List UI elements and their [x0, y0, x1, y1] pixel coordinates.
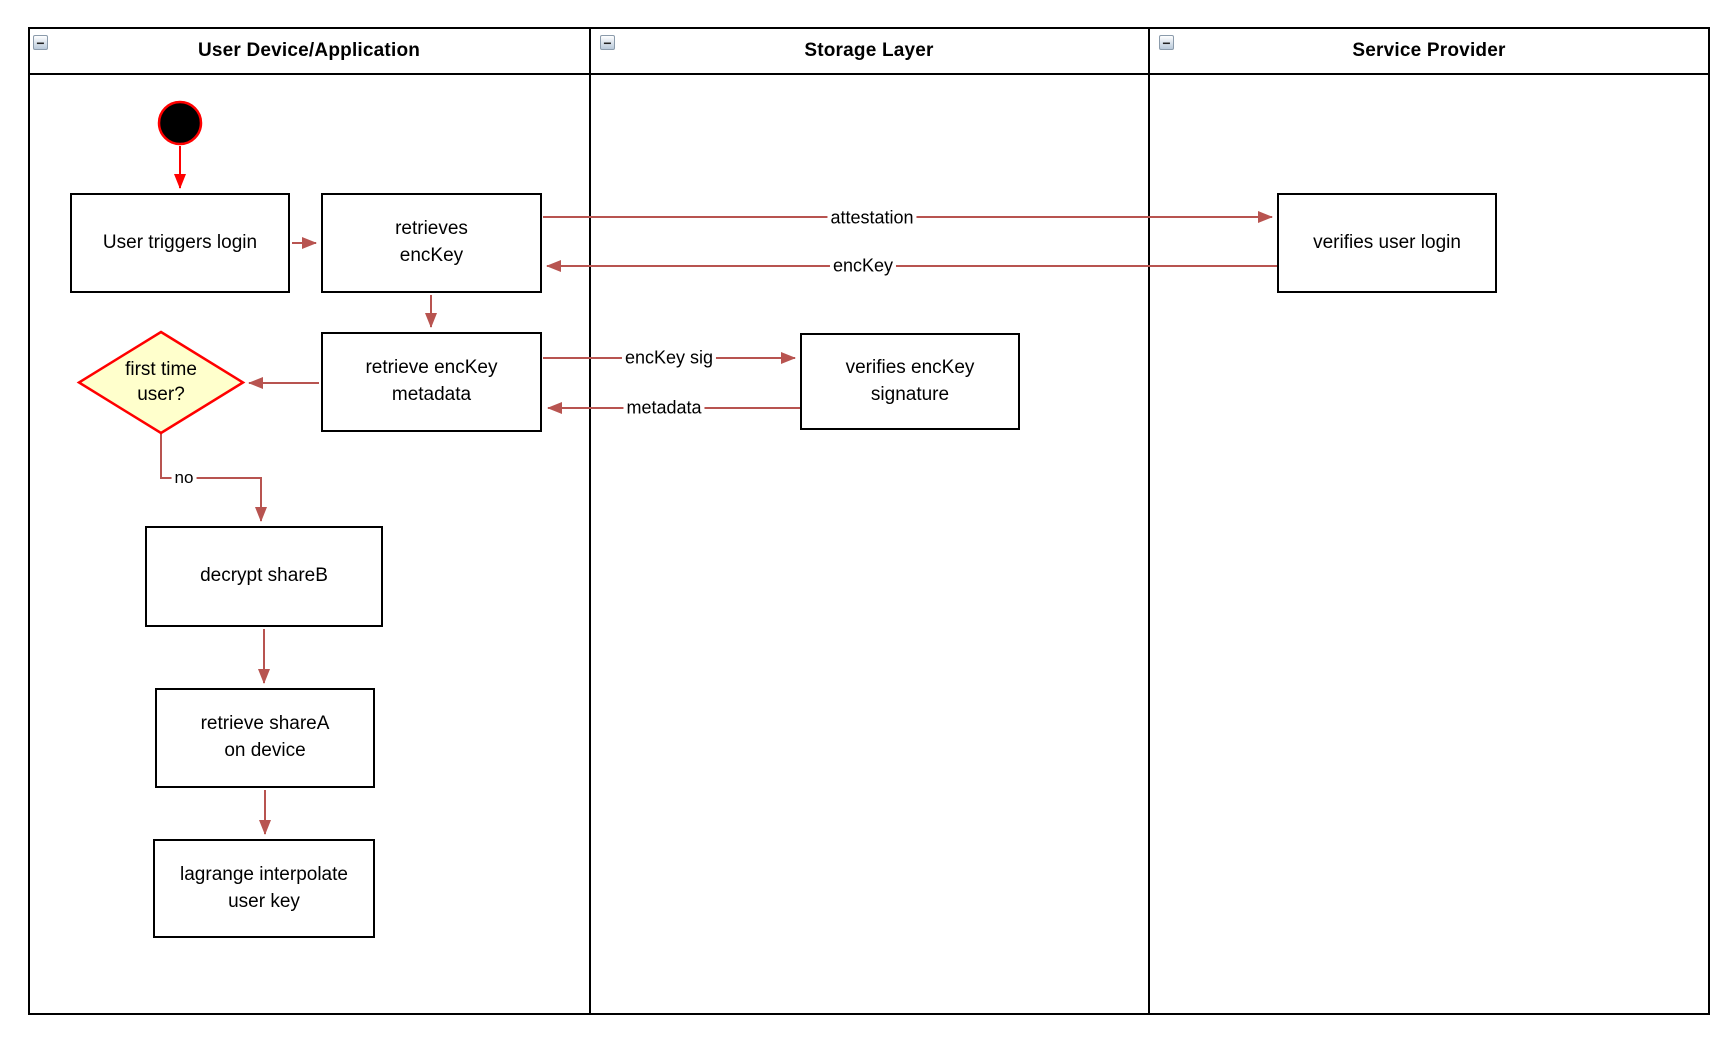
edge-label-enckey: encKey — [829, 255, 897, 277]
collapse-lane-button[interactable]: − — [33, 35, 48, 50]
node-verifies-enckey-signature[interactable]: verifies encKey signature — [800, 333, 1020, 430]
edge-label-enckey-sig: encKey sig — [621, 347, 717, 369]
minus-icon: − — [36, 34, 45, 51]
node-retrieve-enckey-metadata[interactable]: retrieve encKey metadata — [321, 332, 542, 432]
lane-divider-1 — [589, 27, 591, 1015]
node-decrypt-shareb[interactable]: decrypt shareB — [145, 526, 383, 627]
collapse-lane-button[interactable]: − — [600, 35, 615, 50]
collapse-lane-button[interactable]: − — [1159, 35, 1174, 50]
node-retrieves-enckey[interactable]: retrieves encKey — [321, 193, 542, 293]
node-lagrange-interpolate[interactable]: lagrange interpolate user key — [153, 839, 375, 938]
lane-title-storage-layer: Storage Layer — [804, 40, 934, 61]
node-verifies-user-login[interactable]: verifies user login — [1277, 193, 1497, 293]
lane-divider-2 — [1148, 27, 1150, 1015]
edge-label-metadata: metadata — [623, 397, 705, 419]
lane-title-user-device: User Device/Application — [197, 40, 421, 61]
node-user-triggers-login[interactable]: User triggers login — [70, 193, 290, 293]
lane-title-service-provider: Service Provider — [1352, 40, 1506, 61]
minus-icon: − — [603, 34, 612, 51]
edge-label-no: no — [171, 468, 197, 488]
minus-icon: − — [1162, 34, 1171, 51]
node-retrieve-sharea[interactable]: retrieve shareA on device — [155, 688, 375, 788]
edge-label-attestation: attestation — [827, 207, 917, 229]
lane-header-divider — [28, 73, 1710, 75]
decision-diamond-label: first time user? — [125, 359, 197, 405]
